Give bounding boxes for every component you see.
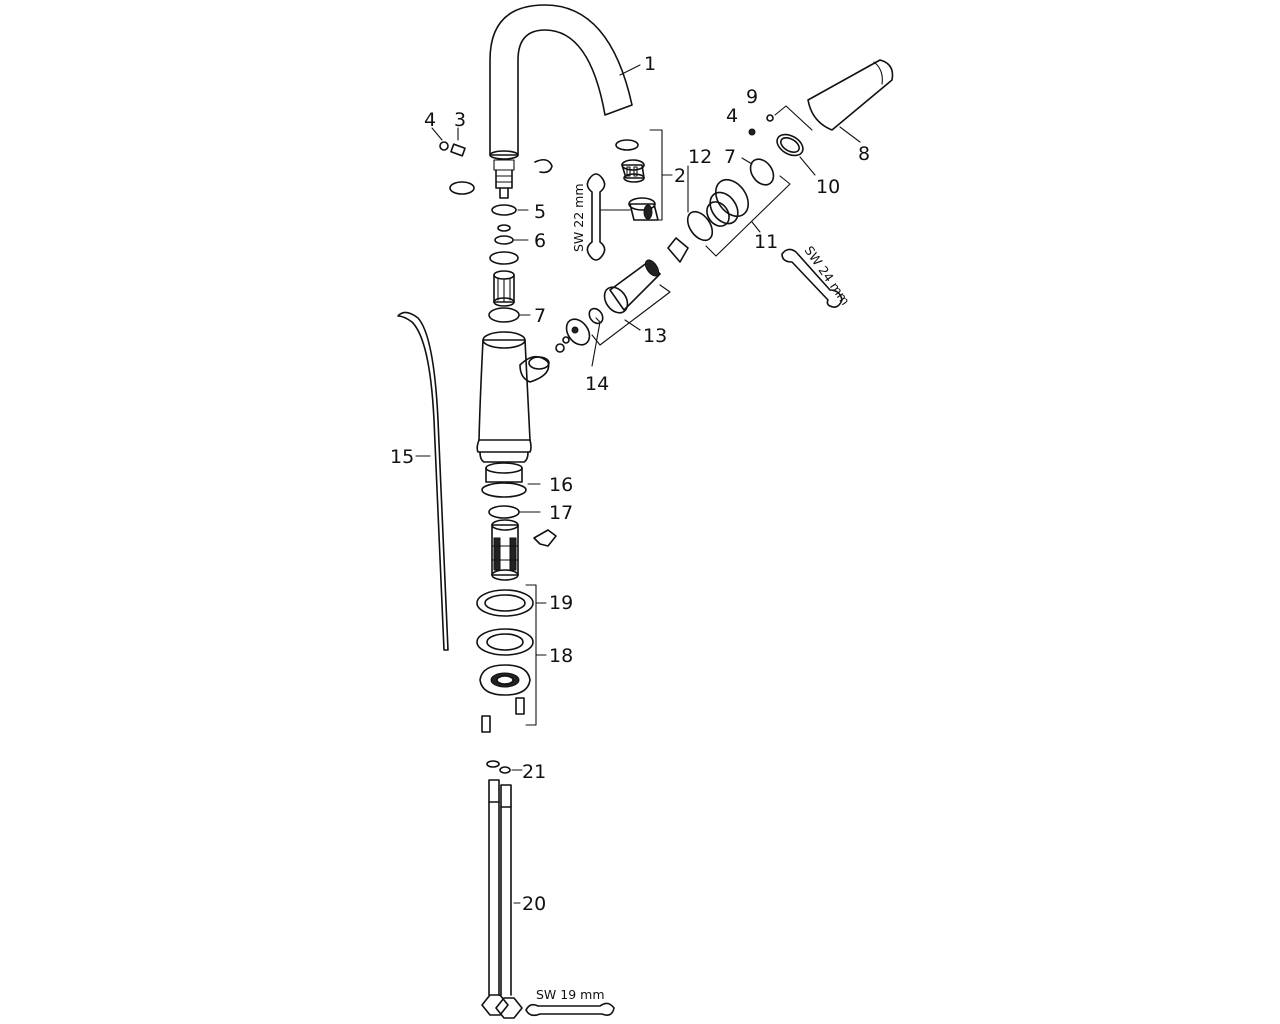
label-part-7: 7 (534, 305, 546, 327)
hose-seal (499, 766, 511, 774)
spray-head-8 (807, 59, 894, 131)
label-part-2: 2 (674, 165, 686, 187)
label-part-1: 1 (644, 53, 656, 75)
grub-screw-9 (766, 114, 774, 122)
label-part-19: 19 (549, 592, 573, 614)
cartridge-13 (603, 237, 689, 314)
label-part-10: 10 (816, 176, 840, 198)
lever-rod-15 (397, 311, 449, 651)
swivel-ring (489, 251, 519, 265)
label-part-17: 17 (549, 502, 573, 524)
retaining-ring (449, 181, 475, 195)
label-part-15: 15 (390, 446, 414, 468)
stud-bolt (515, 697, 525, 715)
wrench-sw24 (781, 248, 843, 308)
grub-screw-part (431, 127, 466, 157)
label-part-20: 20 (522, 893, 546, 915)
wrench-label-sw22: SW 22 mm (571, 184, 586, 253)
base-collar-16 (481, 462, 541, 498)
retaining-clip (534, 158, 553, 174)
label-part-5: 5 (534, 201, 546, 223)
swivel-sleeve (493, 270, 515, 307)
o-ring-small (497, 224, 511, 232)
wrench-sw19 (525, 1002, 615, 1017)
seals-14 (555, 307, 604, 353)
label-part-7b: 7 (724, 146, 736, 168)
washer-19 (476, 589, 534, 617)
aerator-parts-2 (615, 139, 659, 221)
wrench-sw22 (586, 173, 606, 261)
label-part-9: 9 (746, 86, 758, 108)
label-part-21: 21 (522, 761, 546, 783)
label-part-8: 8 (858, 143, 870, 165)
supply-hoses (481, 779, 523, 1019)
label-part-4: 4 (424, 109, 436, 131)
o-ring-12 (686, 210, 714, 242)
label-part-6: 6 (534, 230, 546, 252)
wrench-label-sw24: SW 24 mm (802, 243, 854, 308)
ring-10 (776, 133, 804, 157)
o-ring-5 (491, 204, 517, 216)
label-part-4b: 4 (726, 105, 738, 127)
hose-seal (486, 760, 500, 768)
o-ring-7-lower (488, 307, 520, 323)
label-part-18: 18 (549, 645, 573, 667)
faucet-body (476, 331, 550, 463)
adapter-11 (706, 178, 750, 227)
nut-4 (748, 128, 756, 136)
small-clip (533, 529, 557, 547)
o-ring-17 (488, 505, 520, 519)
label-part-3: 3 (454, 109, 466, 131)
mounting-plate (479, 664, 531, 696)
o-ring-6 (494, 235, 514, 245)
label-part-13: 13 (643, 325, 667, 347)
spout-part (489, 4, 633, 199)
wrench-label-sw19: SW 19 mm (536, 987, 605, 1002)
washer-18 (476, 628, 534, 656)
label-part-12: 12 (688, 146, 712, 168)
stud-bolt (481, 715, 491, 733)
mounting-cage (491, 519, 519, 581)
label-part-11: 11 (754, 231, 778, 253)
o-ring-7-upper (749, 158, 775, 186)
label-part-14: 14 (585, 373, 609, 395)
label-part-16: 16 (549, 474, 573, 496)
